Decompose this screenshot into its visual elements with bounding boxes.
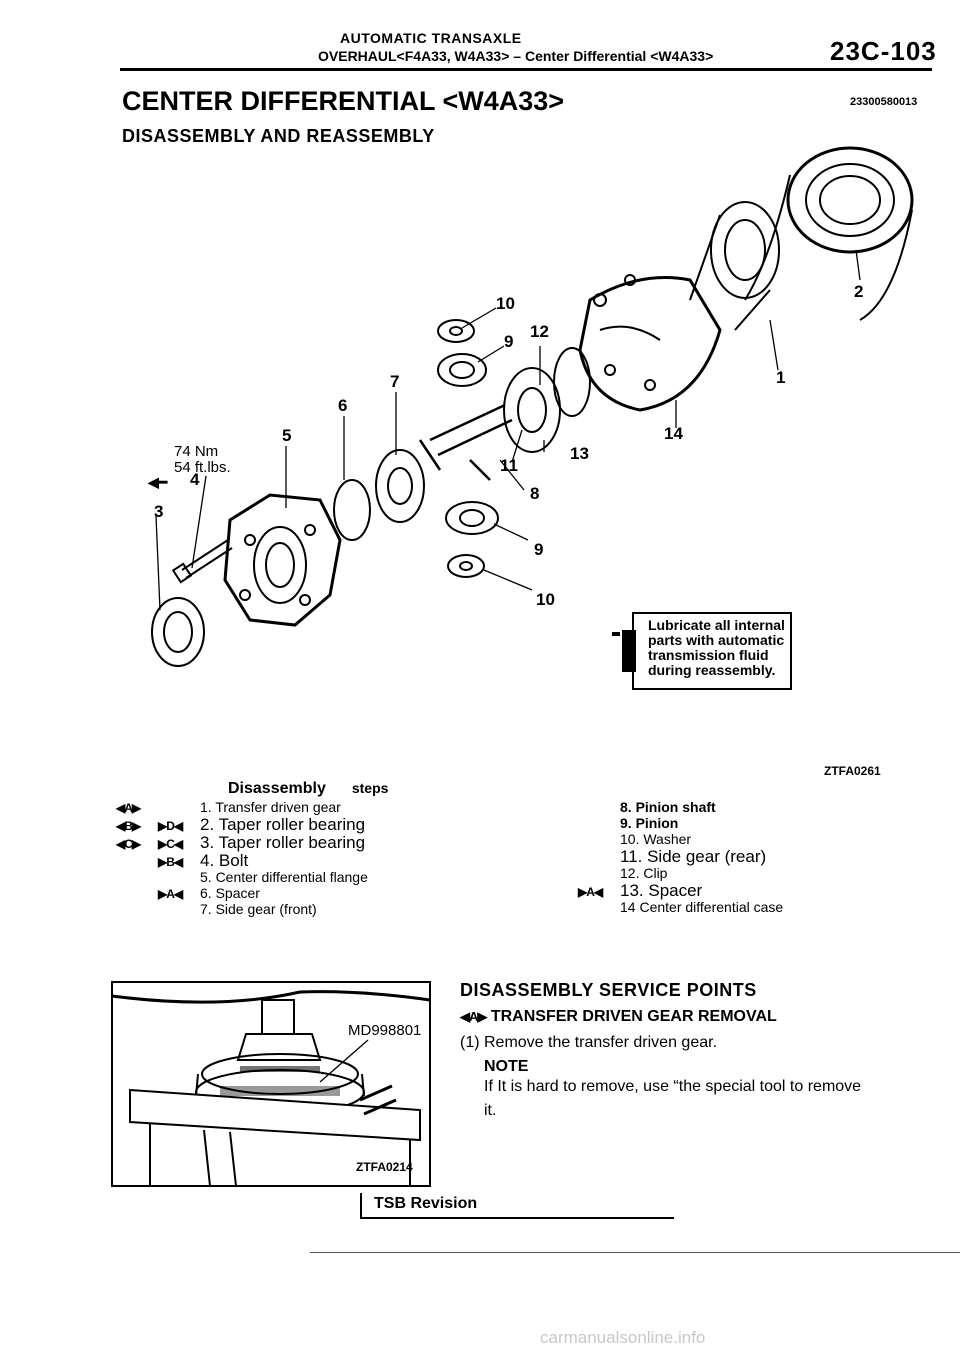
list-item: 5. Center differential flange [200, 869, 368, 885]
pinion-upper [437, 353, 487, 387]
list-item: 14 Center differential case [620, 899, 784, 915]
figure-code-diagram: ZTFA0261 [824, 764, 881, 778]
section-header: AUTOMATIC TRANSAXLE [340, 30, 522, 46]
watermark: carmanualsonline.info [540, 1328, 706, 1347]
side-gear-rear [503, 367, 561, 453]
pinion-shaft [418, 403, 513, 481]
list-item: ▶A◀6. Spacer [158, 885, 260, 902]
callout-6: 6 [338, 396, 348, 415]
section-subtitle: DISASSEMBLY AND REASSEMBLY [122, 126, 435, 146]
callout-13: 13 [570, 444, 589, 463]
callout-11: 11 [500, 456, 518, 475]
list-item: ◀A▶1. Transfer driven gear [116, 799, 341, 816]
disassembly-list-right: 8. Pinion shaft 9. Pinion 10. Washer 11.… [578, 800, 868, 916]
callout-2: 2 [854, 282, 864, 301]
list-item: 9. Pinion [620, 815, 679, 831]
page-title: CENTER DIFFERENTIAL <W4A33> [122, 86, 565, 116]
callout-9-upper: 9 [504, 332, 514, 351]
callout-10-lower: 10 [536, 590, 555, 609]
service-step-1: (1) Remove the transfer driven gear. [460, 1034, 718, 1051]
washer-upper [437, 319, 475, 343]
list-item: ◀C▶▶C◀3. Taper roller bearing [116, 833, 366, 852]
tool-label: MD998801 [348, 1022, 422, 1039]
pinion-lower [445, 501, 499, 535]
callout-4: 4 [190, 470, 200, 489]
list-item: 12. Clip [620, 865, 668, 881]
list-item: ▶A◀13. Spacer [578, 881, 703, 900]
side-gear-hub [689, 201, 780, 331]
callout-9-lower: 9 [534, 540, 544, 559]
disassembly-heading-text: Disassembly [228, 780, 326, 797]
callout-5: 5 [282, 426, 292, 445]
list-item: 7. Side gear (front) [200, 901, 317, 917]
note-label: NOTE [484, 1058, 529, 1075]
callout-8: 8 [530, 484, 540, 503]
transfer-driven-gear [744, 146, 914, 321]
list-item: ▶B◀4. Bolt [158, 851, 249, 870]
doc-code: 23300580013 [850, 96, 918, 108]
disassembly-heading-steps: steps [351, 780, 389, 796]
disassembly-list-left: ◀A▶1. Transfer driven gear ◀B▶▶D◀2. Tape… [116, 800, 426, 918]
center-differential-case [578, 274, 722, 412]
tsb-revision-box: TSB Revision [360, 1193, 674, 1219]
torque-nm: 74 Nm [174, 443, 219, 460]
center-differential-flange [223, 493, 342, 627]
page-number: 23C-103 [830, 36, 937, 66]
lubrication-note: Lubricate all internal parts with automa… [632, 612, 792, 690]
torque-spec: 74 Nm 54 ft.lbs. [174, 444, 231, 476]
figure-code-photo: ZTFA0214 [356, 1160, 413, 1174]
service-points-title: DISASSEMBLY SERVICE POINTS [460, 980, 757, 1000]
note-line-4: during reassembly. [648, 662, 776, 678]
list-item: 8. Pinion shaft [620, 799, 716, 815]
tighten-arrow-icon: ◀━ [148, 474, 168, 490]
header-rule [120, 68, 932, 71]
note-line-2: parts with automatic [648, 632, 785, 648]
washer-lower [447, 554, 485, 578]
callout-1: 1 [776, 368, 786, 387]
bolt [181, 539, 233, 579]
list-item: 11. Side gear (rear) [620, 847, 767, 866]
note-text-1: If It is hard to remove, use “the specia… [484, 1078, 862, 1095]
list-item: 10. Washer [620, 831, 692, 847]
note-text-2: it. [484, 1102, 497, 1119]
note-line-3: transmission fluid [648, 647, 769, 663]
callout-3: 3 [154, 502, 164, 521]
callout-10-upper: 10 [496, 294, 515, 313]
side-gear-front [375, 449, 425, 523]
tsb-revision: TSB Revision [374, 1195, 478, 1212]
note-line-1: Lubricate all internal [648, 617, 785, 633]
spacer-6 [333, 479, 371, 541]
callout-7: 7 [390, 372, 400, 391]
disassembly-heading: Disassembly steps [228, 780, 388, 798]
footer-rule [310, 1252, 960, 1253]
service-step-heading: ◀A▶ TRANSFER DRIVEN GEAR REMOVAL [460, 1008, 777, 1025]
taper-roller-bearing-3 [151, 597, 205, 667]
subsection-header: OVERHAUL<F4A33, W4A33> – Center Differen… [318, 48, 714, 64]
callout-14: 14 [664, 424, 683, 443]
callout-12: 12 [530, 322, 549, 341]
torque-ftlbs: 54 ft.lbs. [174, 459, 231, 476]
list-item: ◀B▶▶D◀2. Taper roller bearing [116, 815, 366, 834]
